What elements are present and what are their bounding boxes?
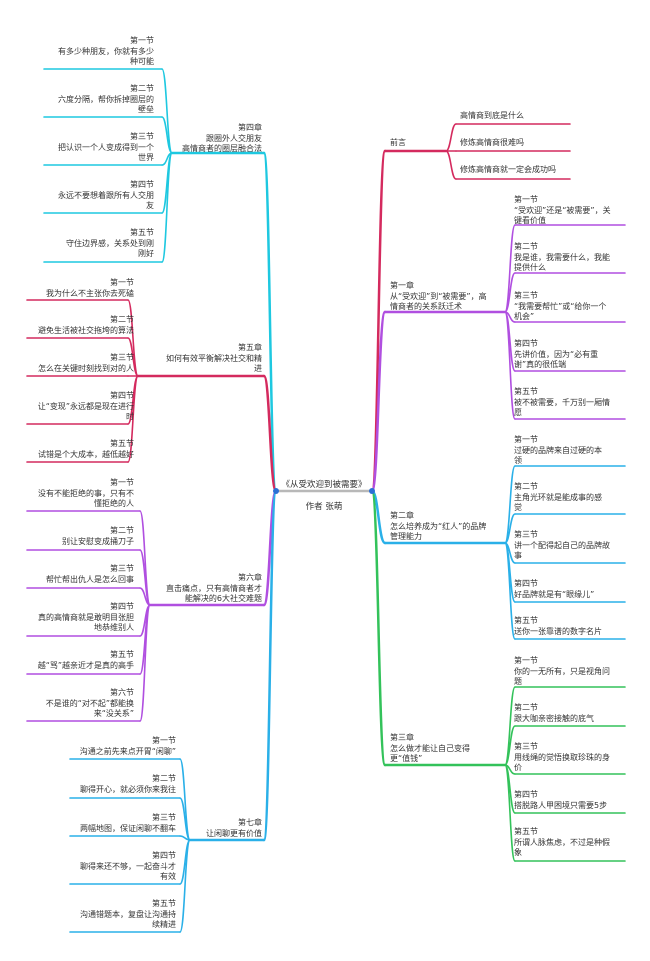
- chapter-7-label: 第七章 让闲聊更有价值: [206, 818, 262, 838]
- ch7-branch: [262, 489, 278, 842]
- chapter-3-label: 第三章 怎么做才能让自己变得 更“值钱”: [390, 733, 470, 763]
- ch4-section-5: 第五节 守住边界感，关系处到刚 刚好: [66, 228, 154, 258]
- ch7-section-4: 第四节 聊得来还不够，一起奋斗才 有效: [80, 851, 176, 881]
- ch5-section-2: 第二节 避免生活被社交拖垮的算法: [38, 315, 134, 335]
- ch5-branch: [262, 374, 278, 493]
- ch2-section-3: 第三节 讲一个配得起自己的品牌故 事: [514, 530, 610, 560]
- ch7-section-5: 第五节 沟通错题本，复盘让沟通持 续精进: [80, 899, 176, 929]
- ch2-link-5: [504, 542, 516, 640]
- ch6-link-3: [139, 587, 151, 606]
- ch3-section-3: 第三节 用线绳的觉悟换取珍珠的身 价: [514, 742, 610, 772]
- ch7-section-3: 第三节 两幅地图，保证闲聊不翻车: [80, 813, 176, 833]
- ch1-link-2: [504, 272, 516, 313]
- ch1-section-3: 第三节 “我需要帮忙”或“给你一个 机会”: [514, 291, 607, 321]
- ch1-link-5: [504, 311, 516, 420]
- preface-item-3: 修炼高情商就一定会成功吗: [460, 165, 556, 174]
- preface-label: 前言: [390, 138, 406, 147]
- ch7-section-1: 第一节 沟通之前先来点开胃“闲聊”: [79, 736, 176, 756]
- ch1-section-1: 第一节 “受欢迎”还是“被需要”，关 键看价值: [514, 195, 611, 225]
- ch2-link-2: [504, 513, 516, 544]
- ch3-section-2: 第二节 跟大咖亲密接触的底气: [514, 703, 594, 723]
- ch4-section-4: 第四节 永远不要想着跟所有人交朋 友: [58, 180, 154, 210]
- root-right-node-dot: [369, 488, 375, 494]
- preface-item-1: 高情商到底是什么: [460, 111, 524, 120]
- ch2-section-5: 第五节 送你一张靠谱的数字名片: [514, 616, 602, 636]
- ch1-section-4: 第四节 先讲价值，因为“必有重 谢”真的很低端: [514, 339, 599, 369]
- ch5-section-5: 第五节 试错是个大成本，越低越好: [38, 439, 134, 459]
- ch4-section-2: 第二节 六度分隔，帮你拆掉圈层的 壁垒: [58, 84, 154, 114]
- ch5-link-2: [127, 337, 139, 377]
- preface-link-1: [445, 123, 457, 152]
- ch1-section-2: 第二节 我是谁，我需要什么，我能 提供什么: [514, 242, 610, 272]
- book-author: 作者 张萌: [305, 502, 343, 512]
- ch1-section-5: 第五节 被不被需要，千万别一厢情 愿: [514, 387, 610, 417]
- ch3-section-4: 第四节 搭脱路人甲困境只需要5步: [514, 790, 608, 810]
- root-node: 《从受欢迎到被需要》 作者 张萌: [272, 469, 376, 524]
- ch2-section-4: 第四节 好品牌就是有“眼缘儿”: [514, 579, 595, 599]
- ch3-section-1: 第一节 你的一无所有，只是视角问 题: [514, 656, 610, 686]
- chapter-2-label: 第二章 怎么培养成为“红人”的品牌 管理能力: [390, 511, 487, 541]
- ch6-section-5: 第五节 越“骂”越亲近才是真的高手: [37, 650, 134, 670]
- ch2-section-2: 第二节 主角光环就是能成事的感 觉: [514, 482, 602, 512]
- ch6-section-3: 第三节 帮忙帮出仇人是怎么回事: [46, 564, 134, 584]
- ch4-section-3: 第三节 把认识一个人变成得到一个 世界: [58, 132, 154, 162]
- book-title: 《从受欢迎到被需要》: [281, 480, 367, 490]
- ch7-section-2: 第二节 聊得开心，就必须你来我往: [80, 774, 176, 794]
- chapter-5-label: 第五章 如何有效平衡解决社交和精 进: [166, 343, 262, 373]
- ch6-section-1: 第一节 没有不能拒绝的事，只有不 懂拒绝的人: [38, 478, 134, 508]
- ch3-branch: [370, 489, 387, 767]
- ch3-section-5: 第五节 所谓人脉焦虑，不过是种假 象: [514, 827, 610, 857]
- chapter-1-label: 第一章 从“受欢迎”到“被需要”，高 情商者的关系跃迁术: [390, 281, 487, 311]
- ch6-link-6: [139, 604, 151, 722]
- chapter-4-label: 第四章 跟圈外人交朋友 高情商者的圈层融合法: [182, 123, 262, 153]
- ch6-section-4: 第四节 真的高情商就是敢明目张胆 地恭维别人: [38, 602, 134, 632]
- preface-item-2: 修炼高情商很难吗: [460, 138, 524, 147]
- ch6-link-1: [139, 510, 151, 606]
- ch7-link-5: [179, 839, 191, 933]
- ch4-branch: [262, 151, 278, 493]
- ch4-link-2: [161, 116, 173, 154]
- ch5-section-1: 第一节 我为什么不主张你去死磕: [46, 278, 134, 298]
- ch3-link-5: [504, 764, 516, 862]
- ch3-link-2: [504, 725, 516, 766]
- ch6-section-2: 第二节 别让安慰变成捅刀子: [62, 526, 134, 546]
- ch4-section-1: 第一节 有多少种朋友，你就有多少 种可能: [58, 36, 154, 66]
- ch5-section-4: 第四节 让“变现”永远都是现在进行 时: [37, 391, 134, 421]
- chapter-6-label: 第六章 直击痛点，只有高情商者才 能解决的6大社交难题: [166, 573, 262, 603]
- ch4-link-5: [161, 152, 173, 263]
- ch7-link-2: [179, 797, 191, 841]
- root-left-node-dot: [273, 488, 279, 494]
- ch5-link-5: [127, 375, 139, 463]
- preface-link-3: [445, 150, 457, 180]
- ch2-section-1: 第一节 过硬的品牌来自过硬的本 领: [514, 435, 602, 465]
- ch1-branch: [370, 310, 387, 493]
- ch5-section-3: 第三节 怎么在关键时刻找到对的人: [38, 353, 134, 373]
- ch6-section-6: 第六节 不是谁的“对不起”都能换 来“没关系”: [45, 688, 134, 718]
